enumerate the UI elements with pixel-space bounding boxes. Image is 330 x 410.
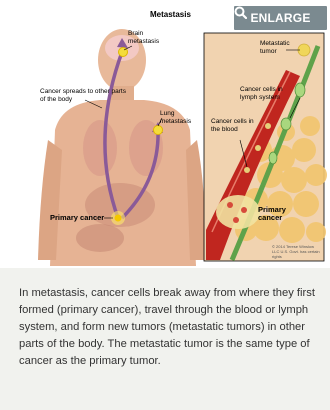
label-lung-metastasis: Lung metastasis <box>160 110 200 125</box>
metastasis-illustration: Metastasis ENLARGE Brain metastasis Canc… <box>0 0 330 266</box>
label-metastatic-tumor: Metastatic tumor <box>260 40 296 55</box>
figure-title: Metastasis <box>150 10 191 19</box>
label-blood-cells: Cancer cells in the blood <box>211 118 255 133</box>
enlarge-button[interactable]: ENLARGE <box>234 6 327 30</box>
label-lymph-system: Cancer cells in lymph system <box>240 86 298 101</box>
body-figure <box>38 29 206 266</box>
label-cancer-spreads: Cancer spreads to other parts of the bod… <box>40 88 126 103</box>
inset-panel <box>204 33 327 261</box>
label-primary-tumor: Primary cancer <box>258 206 292 221</box>
label-brain-metastasis: Brain metastasis <box>128 30 170 45</box>
magnifier-icon <box>234 6 247 19</box>
caption-text: In metastasis, cancer cells break away f… <box>0 268 330 410</box>
enlarge-label: ENLARGE <box>250 11 310 25</box>
label-primary-cancer: Primary cancer <box>50 214 120 222</box>
lung-tumor-dot <box>154 126 163 135</box>
copyright-note: © 2014 Terese Winslow LLC U.S. Govt. has… <box>272 244 322 259</box>
